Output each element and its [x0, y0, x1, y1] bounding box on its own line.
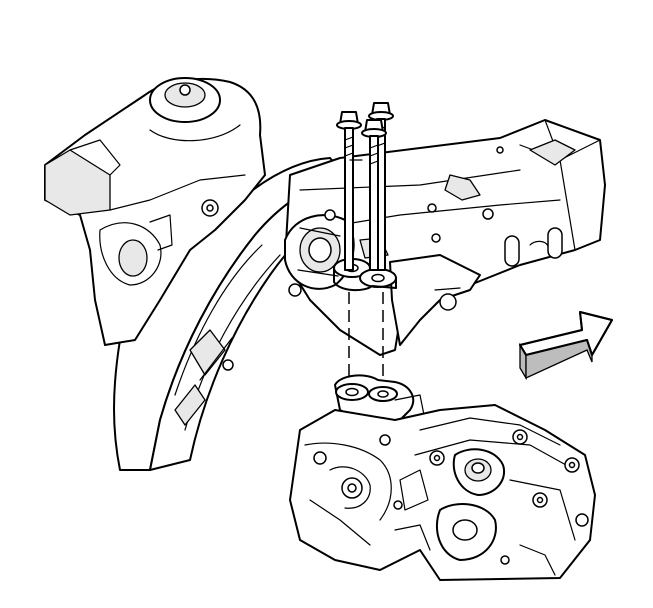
mount-bolt-3: [361, 119, 387, 271]
front-direction-arrow-icon: [519, 311, 613, 381]
mount-bolt-1: [336, 111, 362, 271]
transmission-housing: [289, 404, 596, 581]
transmission-mount-bracket: [284, 119, 606, 356]
alignment-lines: [348, 292, 384, 390]
mount-bolts: [336, 102, 394, 271]
upper-engine-mount: [44, 77, 266, 346]
